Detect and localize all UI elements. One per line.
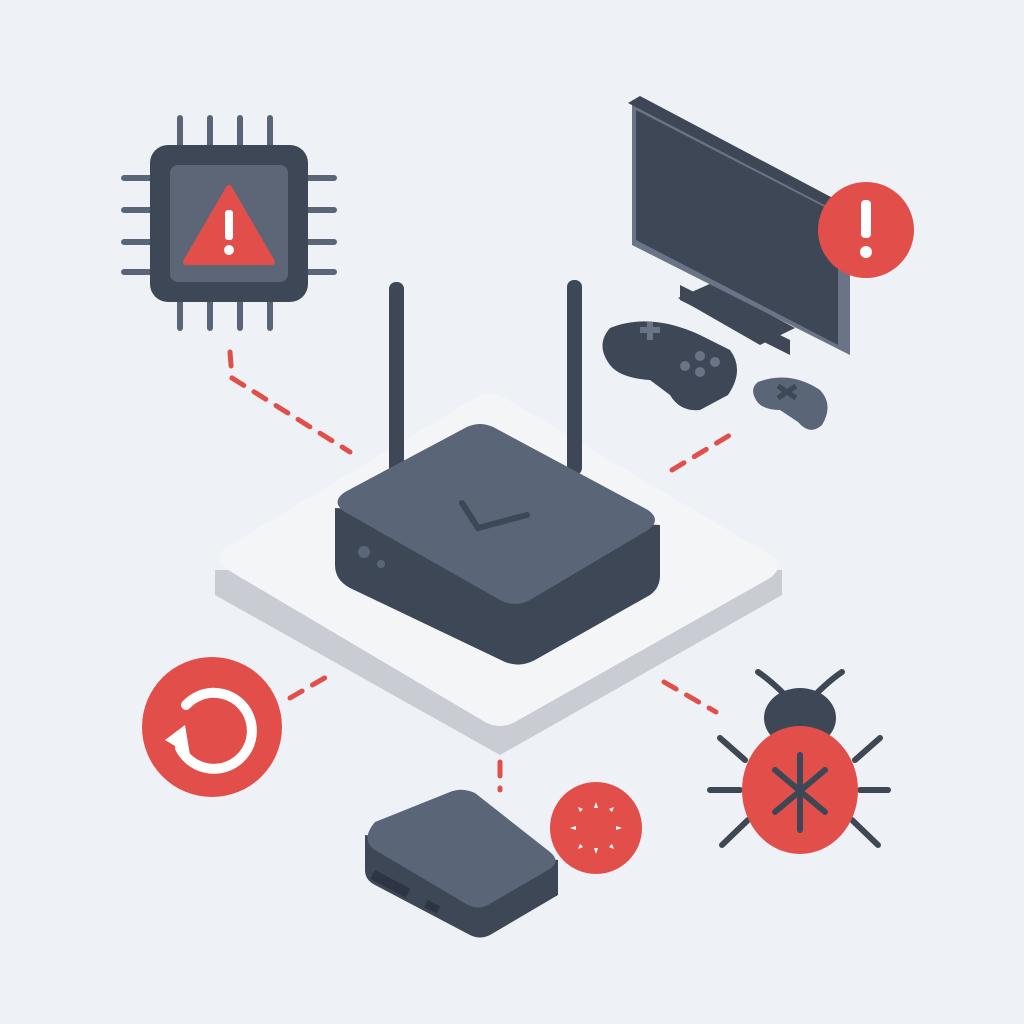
connector-bug	[661, 679, 719, 715]
cpu-chip-warning-icon	[121, 115, 337, 331]
router-icon	[335, 280, 660, 665]
connection-lines	[227, 349, 738, 793]
connector-gaming	[669, 429, 738, 473]
reset-icon	[142, 657, 282, 797]
monitor-alert-icon	[628, 96, 914, 355]
connector-chip	[227, 349, 353, 455]
bug-icon	[707, 669, 891, 854]
gamepad-icon	[602, 321, 828, 430]
expand-icon	[550, 782, 642, 874]
connector-reset	[287, 673, 331, 701]
set-top-box-icon	[365, 789, 558, 938]
